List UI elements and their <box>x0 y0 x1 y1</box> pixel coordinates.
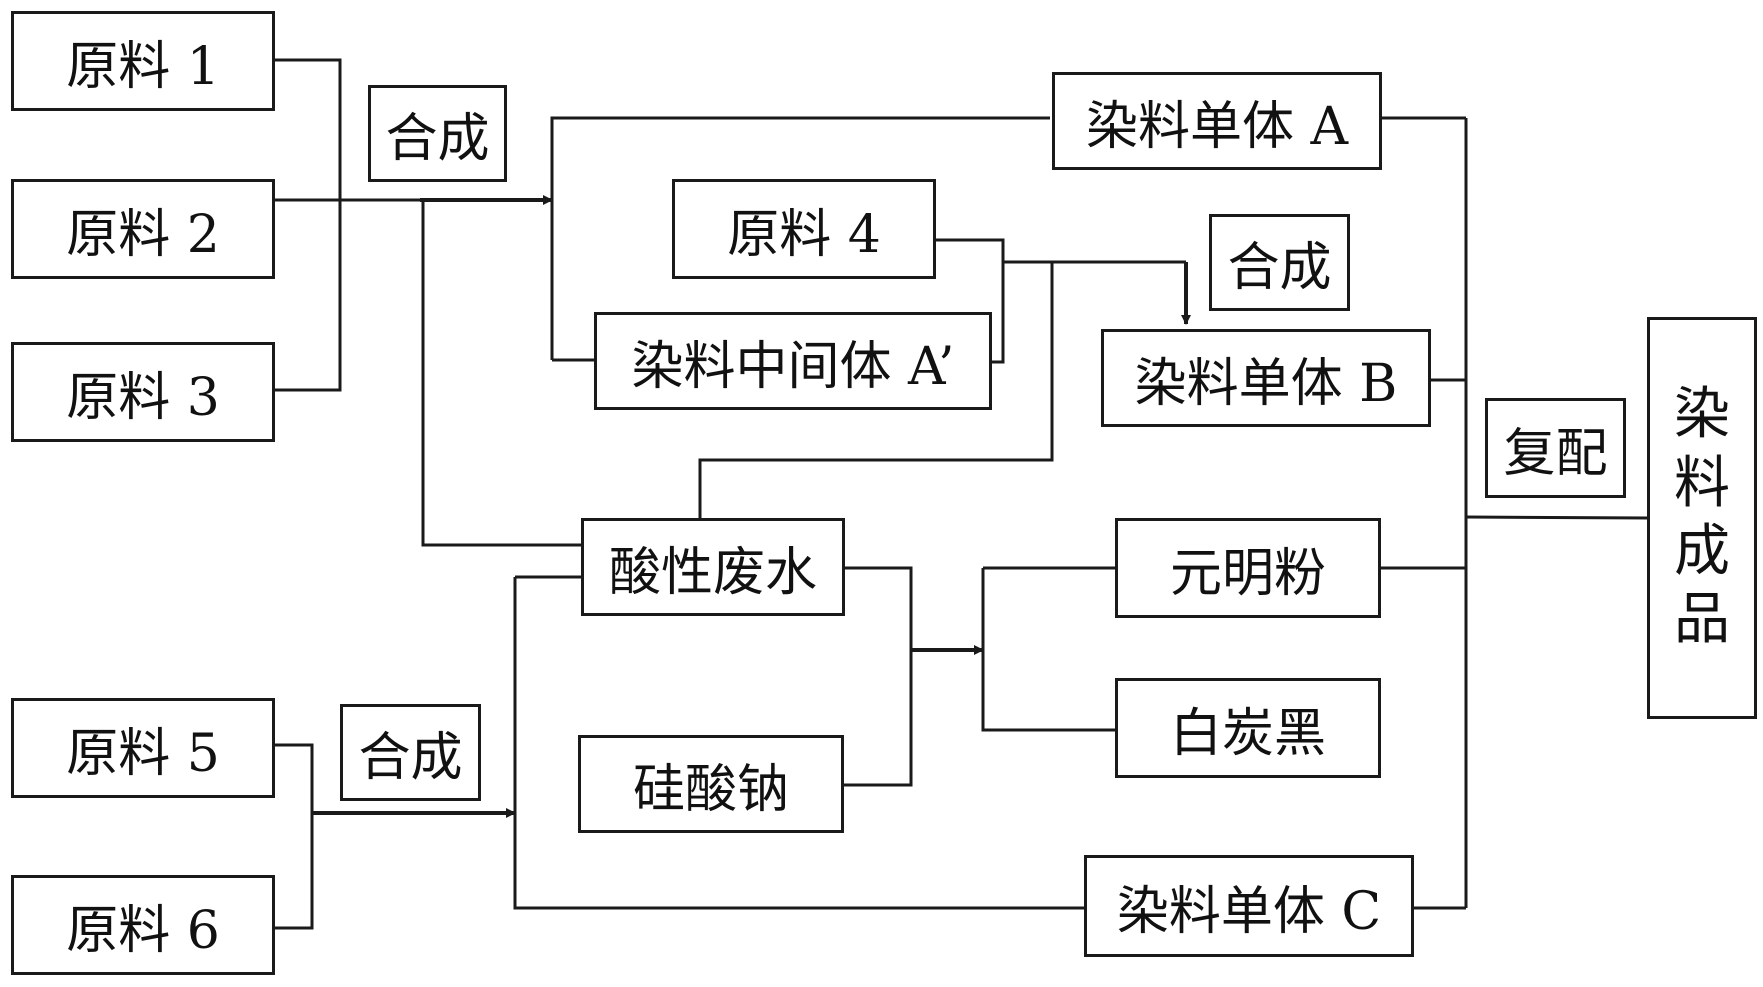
acid-wastewater: 酸性废水 <box>581 518 845 616</box>
dye-monomer-b: 染料单体 B <box>1101 329 1431 427</box>
final-product-char-3: 成 <box>1674 519 1730 584</box>
line-wastewater-out <box>843 566 913 787</box>
sodium-silicate: 硅酸钠 <box>578 735 844 833</box>
compound-label-text: 复配 <box>1503 423 1608 484</box>
dye-monomer-a-label: 染料单体 A <box>1085 96 1349 157</box>
raw-material-4: 原料 4 <box>672 179 936 279</box>
white-carbon-black-label: 白炭黑 <box>1169 703 1326 764</box>
synthesis-label-bottom-text: 合成 <box>358 728 463 788</box>
sodium-sulfate: 元明粉 <box>1115 518 1381 618</box>
sodium-silicate-label: 硅酸钠 <box>632 759 789 820</box>
line-to-dye-c-bus <box>513 577 1084 910</box>
dye-monomer-c: 染料单体 C <box>1084 855 1414 957</box>
final-product-char-1: 染 <box>1674 382 1730 448</box>
synthesis-label-b: 合成 <box>1209 214 1350 311</box>
line-to-final <box>1465 515 1649 520</box>
synthesis-label-top-text: 合成 <box>385 109 490 169</box>
acid-wastewater-label: 酸性废水 <box>608 542 817 603</box>
raw-material-6-label: 原料 6 <box>66 900 220 961</box>
line-to-acid-wastewater <box>421 200 582 547</box>
dye-intermediate-label: 染料中间体 A’ <box>631 336 955 397</box>
raw-material-2: 原料 2 <box>11 179 275 279</box>
line-wastewater-link <box>698 262 1054 518</box>
synthesis-label-bottom: 合成 <box>340 704 481 801</box>
line-material5-6 <box>274 743 314 930</box>
final-product-char-4: 品 <box>1674 587 1730 653</box>
raw-material-5: 原料 5 <box>11 698 275 798</box>
dye-monomer-c-label: 染料单体 C <box>1116 881 1382 942</box>
sodium-sulfate-label: 元明粉 <box>1169 543 1326 604</box>
dye-monomer-a: 染料单体 A <box>1052 72 1382 170</box>
raw-material-4-label: 原料 4 <box>727 204 881 265</box>
raw-material-3: 原料 3 <box>11 342 275 442</box>
dye-monomer-b-label: 染料单体 B <box>1134 353 1398 414</box>
raw-material-6: 原料 6 <box>11 875 275 975</box>
white-carbon-black: 白炭黑 <box>1115 678 1381 778</box>
line-products-bus <box>981 568 1117 732</box>
final-product-char-2: 料 <box>1674 450 1730 516</box>
compound-label: 复配 <box>1485 398 1626 498</box>
dye-intermediate-a-prime: 染料中间体 A’ <box>594 312 992 410</box>
line-to-dye-a <box>550 116 1050 360</box>
line-material4 <box>935 238 1005 364</box>
raw-material-2-label: 原料 2 <box>66 204 220 265</box>
raw-material-1-label: 原料 1 <box>66 36 220 97</box>
line-material1 <box>274 58 342 392</box>
raw-material-5-label: 原料 5 <box>66 723 220 784</box>
raw-material-3-label: 原料 3 <box>66 367 220 428</box>
raw-material-1: 原料 1 <box>11 11 275 111</box>
synthesis-label-b-text: 合成 <box>1227 238 1332 298</box>
synthesis-label-top: 合成 <box>368 85 507 182</box>
final-dye-product: 染 料 成 品 <box>1647 317 1757 719</box>
